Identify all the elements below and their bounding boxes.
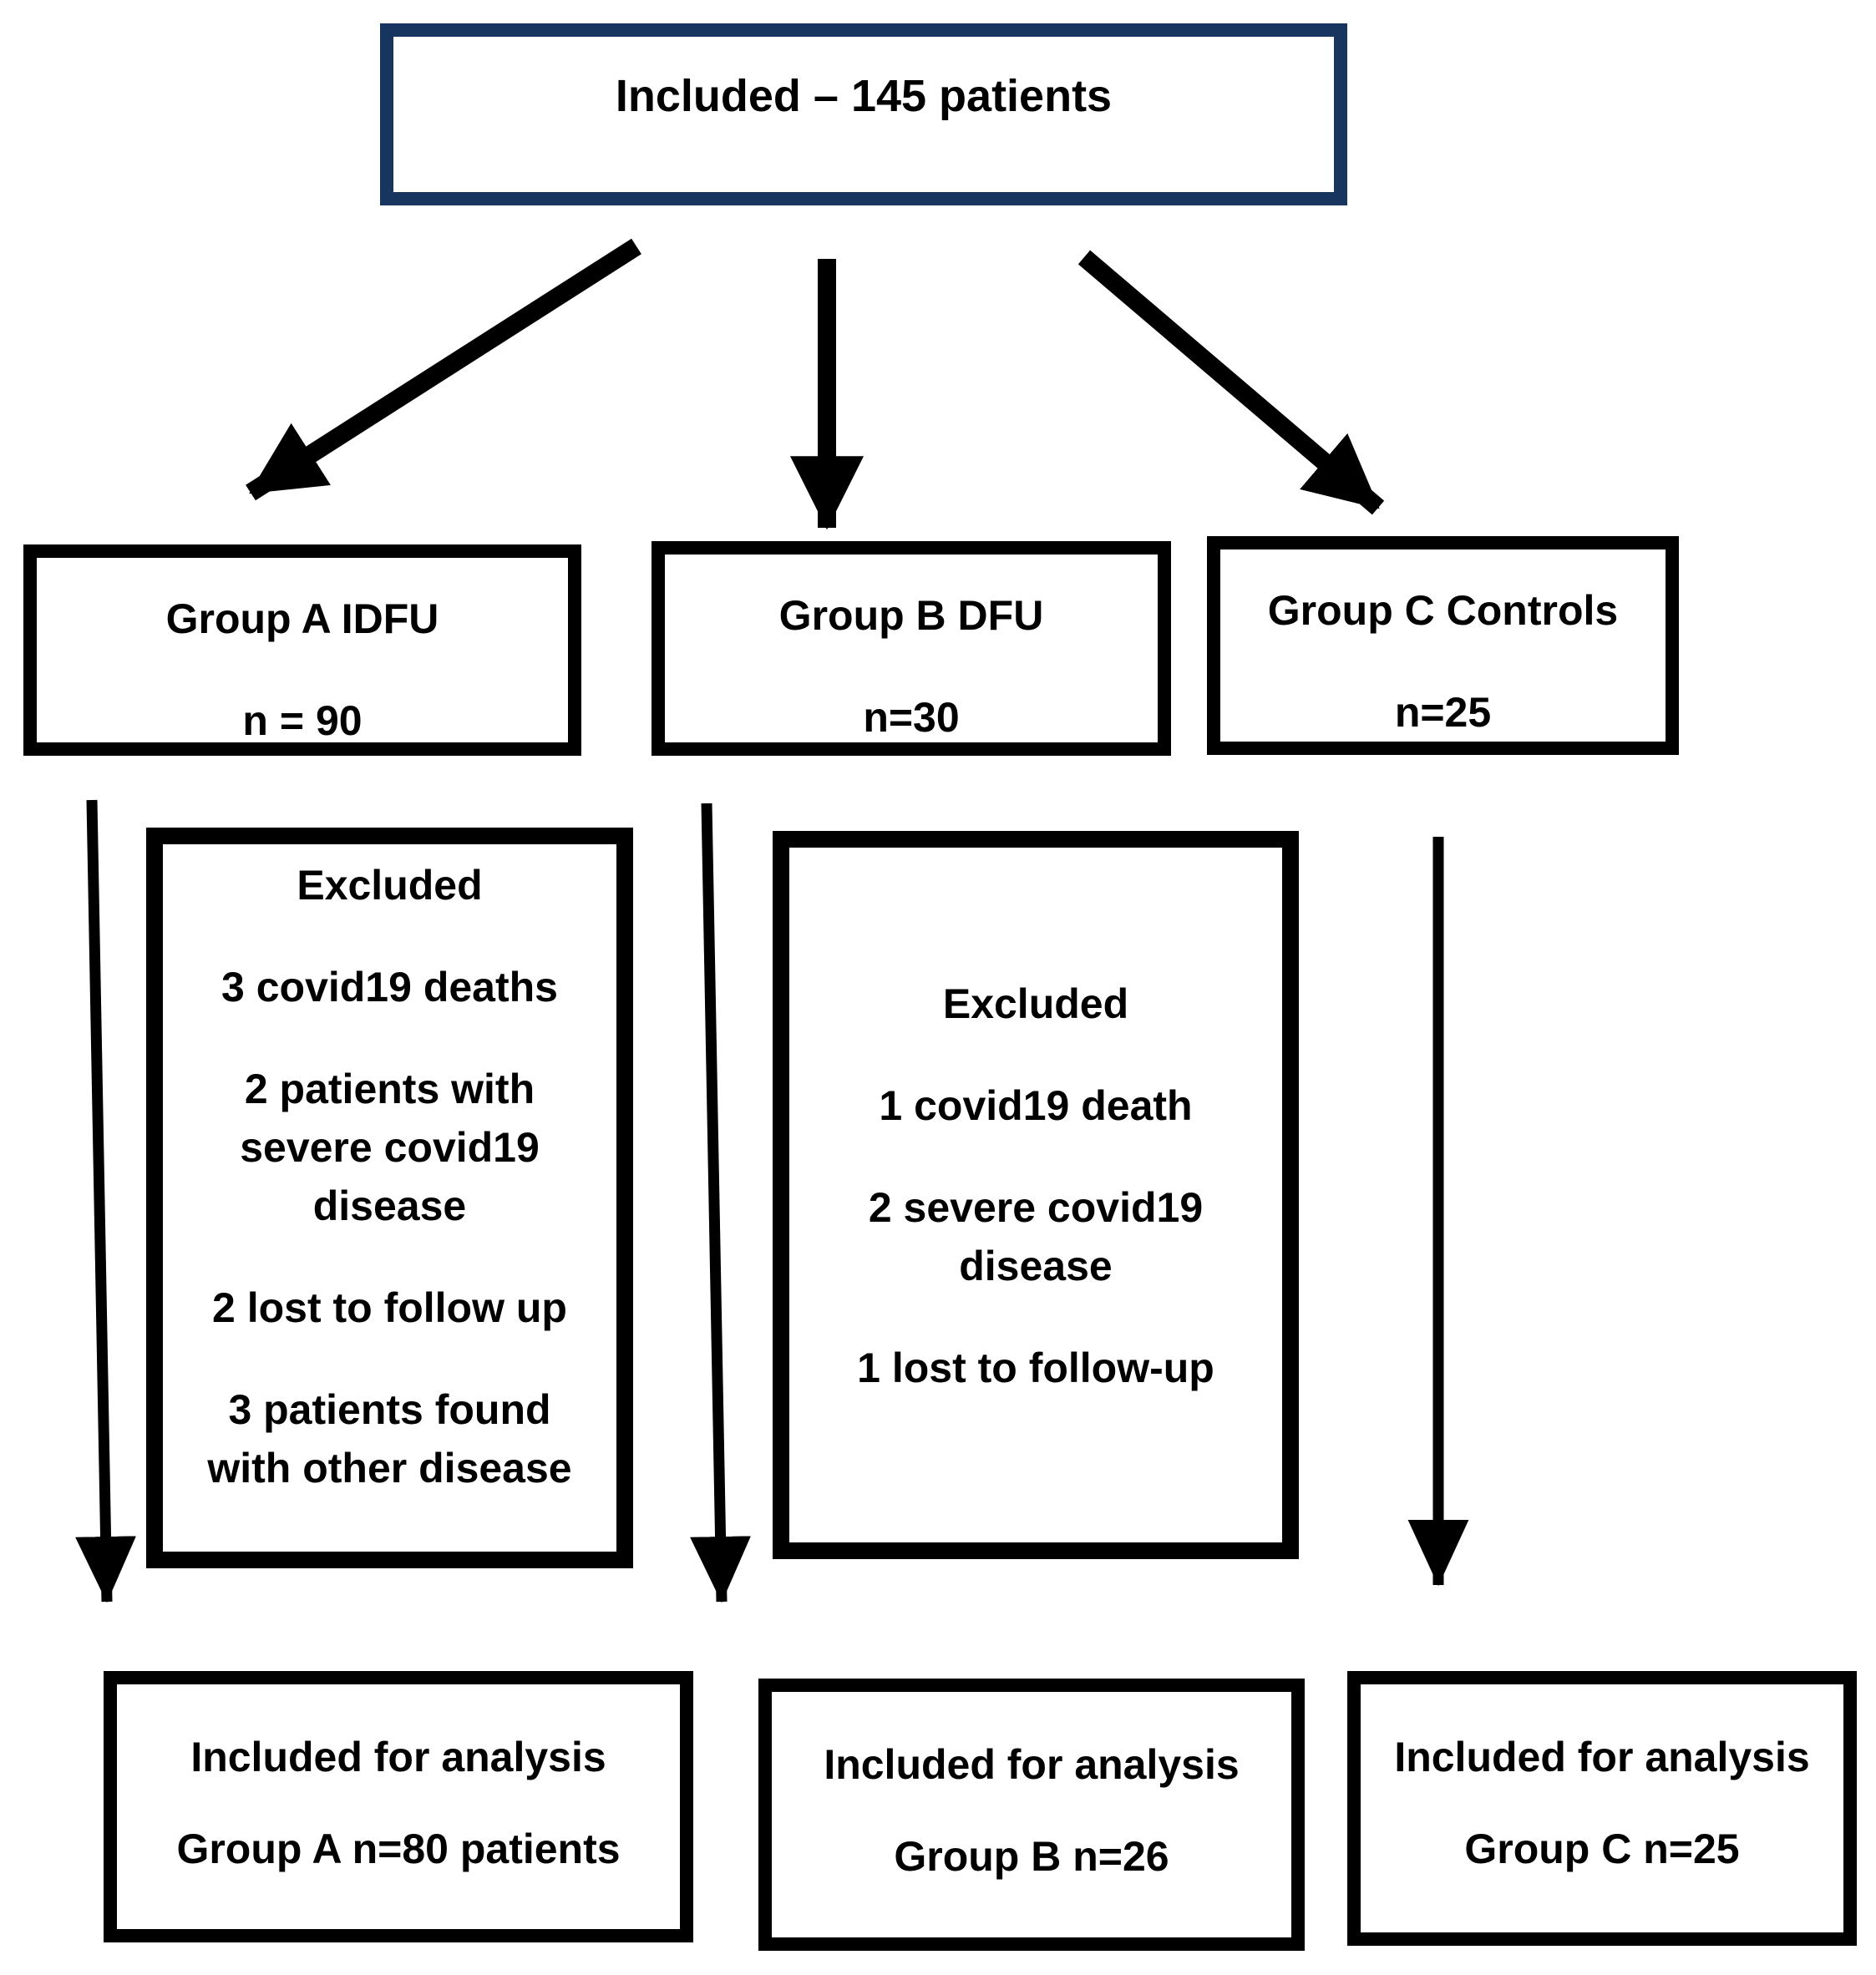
arrow-included-to-group-c	[1077, 250, 1385, 515]
group-a-count: n = 90	[242, 697, 363, 744]
arrow-included-to-group-a	[246, 238, 641, 501]
group-b-count: n=30	[863, 694, 960, 741]
group-c-title: Group C Controls	[1267, 587, 1619, 634]
group-b-box: Group B DFU n=30	[652, 541, 1171, 756]
analysis-b-count: Group B n=26	[894, 1833, 1169, 1880]
group-c-box: Group C Controls n=25	[1207, 536, 1679, 755]
group-a-title: Group A IDFU	[165, 595, 439, 642]
excluded-item: 2 patients with severe covid19 disease	[240, 1066, 540, 1229]
group-a-box: Group A IDFU n = 90	[23, 544, 581, 756]
group-c-count: n=25	[1394, 689, 1492, 736]
excluded-a-title: Excluded	[297, 862, 483, 909]
group-b-title: Group B DFU	[778, 592, 1044, 639]
excluded-item: 2 lost to follow up	[212, 1284, 567, 1331]
analysis-b-box: Included for analysis Group B n=26	[758, 1679, 1305, 1951]
analysis-a-label: Included for analysis	[190, 1734, 606, 1780]
excluded-item: 1 covid19 death	[879, 1082, 1193, 1129]
arrow-group-b-to-analysis	[690, 803, 751, 1603]
excluded-item: 2 severe covid19 disease	[868, 1184, 1204, 1289]
excluded-item: 3 covid19 deaths	[221, 964, 558, 1010]
excluded-a-box: Excluded 3 covid19 deaths 2 patients wit…	[146, 828, 633, 1568]
excluded-item: 1 lost to follow-up	[857, 1345, 1214, 1391]
analysis-b-label: Included for analysis	[824, 1741, 1240, 1788]
excluded-b-title: Excluded	[942, 980, 1129, 1027]
included-label: Included – 145 patients	[615, 70, 1113, 121]
included-box: Included – 145 patients	[380, 23, 1347, 205]
arrow-group-a-to-analysis	[75, 799, 136, 1603]
analysis-a-box: Included for analysis Group A n=80 patie…	[104, 1671, 693, 1942]
analysis-c-count: Group C n=25	[1464, 1826, 1740, 1872]
analysis-c-box: Included for analysis Group C n=25	[1347, 1671, 1857, 1946]
excluded-b-box: Excluded 1 covid19 death 2 severe covid1…	[773, 831, 1299, 1559]
excluded-item: 3 patients found with other disease	[207, 1386, 572, 1491]
analysis-a-count: Group A n=80 patients	[176, 1826, 621, 1872]
analysis-c-label: Included for analysis	[1394, 1734, 1810, 1780]
